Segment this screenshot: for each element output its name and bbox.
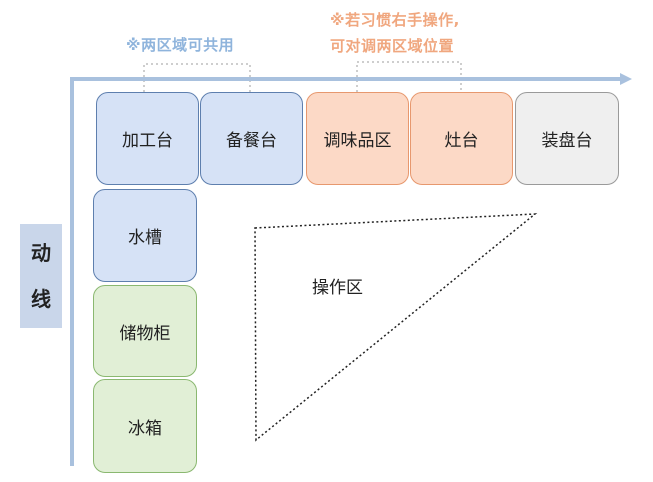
zone-sink: 水槽 (93, 189, 197, 282)
flow-axis-arrowhead (620, 73, 632, 85)
work-zone-triangle (254, 213, 538, 442)
shared-bracket (143, 63, 251, 92)
swap-zones-note-line2: 可对调两区域位置 (330, 37, 455, 55)
flow-line-label: 动 线 (20, 224, 62, 328)
zone-plating-counter: 装盘台 (515, 92, 619, 185)
zone-storage-cabinet: 储物柜 (93, 285, 197, 377)
work-zone-label: 操作区 (312, 278, 363, 298)
zone-stove: 灶台 (410, 92, 513, 185)
shared-zones-note: ※两区域可共用 (126, 36, 235, 54)
zone-refrigerator: 冰箱 (93, 379, 197, 473)
flow-line-label-char2: 线 (31, 287, 51, 311)
zone-serving-counter: 备餐台 (200, 92, 303, 185)
zone-seasoning: 调味品区 (306, 92, 409, 185)
zone-prep-counter: 加工台 (96, 92, 199, 185)
swap-zones-note-line1: ※若习惯右手操作, (330, 11, 460, 29)
flow-line-label-char1: 动 (31, 241, 51, 265)
